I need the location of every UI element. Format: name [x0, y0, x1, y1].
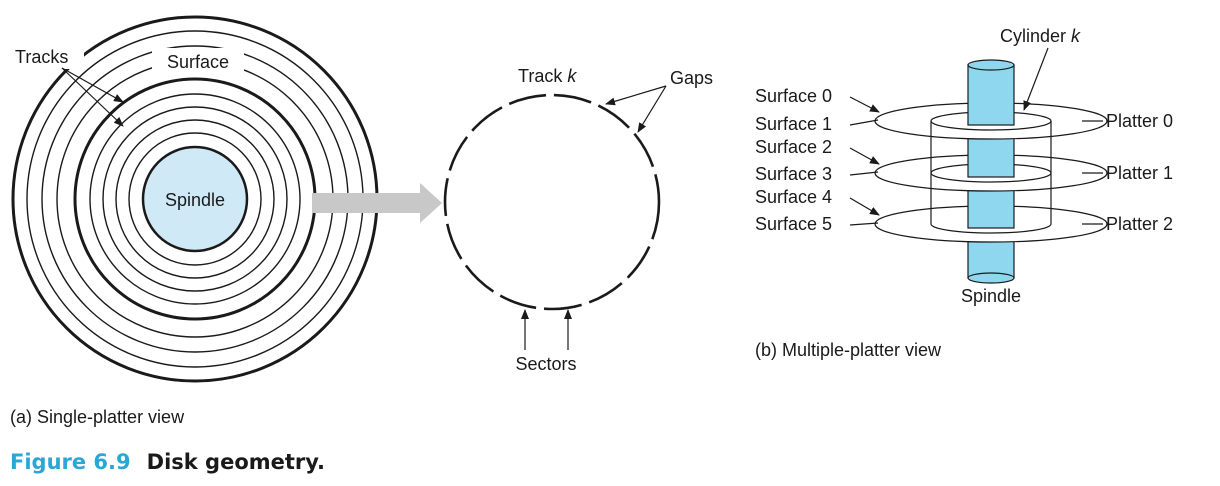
multiple-platter-view: Cylinder k Surface 0 Surface 1 Surface 2…	[755, 26, 1173, 360]
surface-3-pointer	[849, 171, 879, 176]
surface-4-label: Surface 4	[755, 187, 832, 207]
platter-0-label: Platter 0	[1106, 111, 1173, 131]
track-detail-view: Track k Gaps Sectors	[443, 66, 713, 374]
cylinder-pointer-arrow	[1023, 47, 1049, 111]
gaps-label: Gaps	[670, 68, 713, 88]
surface-2-pointer	[849, 147, 880, 165]
surface-1-label: Surface 1	[755, 114, 832, 134]
figure-number: Figure 6.9	[10, 450, 131, 474]
gap-pointer-arrow	[637, 85, 667, 133]
figure-title: Disk geometry.	[147, 450, 325, 474]
gap-pointer-arrow	[605, 85, 667, 106]
tracks-label: Tracks	[15, 47, 68, 67]
surface-label-bg	[152, 48, 244, 74]
sectors-label: Sectors	[515, 354, 576, 374]
track-ring	[115, 119, 275, 279]
surface-label: Surface	[167, 52, 229, 72]
surface-1-pointer	[849, 119, 879, 126]
surface-5-pointer	[849, 222, 879, 226]
spindle-hub	[141, 145, 249, 253]
cylinder-k-label: Cylinder k	[1000, 26, 1081, 46]
track-ring	[128, 132, 262, 266]
track-k-dashed-circle	[443, 93, 661, 311]
surface-3-label: Surface 3	[755, 164, 832, 184]
spindle-base	[967, 272, 1015, 284]
surface-0-label: Surface 0	[755, 86, 832, 106]
spindle-label: Spindle	[165, 190, 225, 210]
surface-4-pointer	[849, 197, 880, 216]
surface-2-label: Surface 2	[755, 137, 832, 157]
cylinder-k-track-back	[930, 223, 1052, 234]
tracks-pointer-arrow	[61, 67, 124, 103]
spindle-segment	[967, 64, 1015, 126]
platter-1-label: Platter 1	[1106, 163, 1173, 183]
multi-view-caption: (b) Multiple-platter view	[755, 340, 942, 360]
figure-caption: Figure 6.9 Disk geometry.	[10, 450, 325, 474]
tracks-pointer-arrow	[61, 67, 124, 127]
single-platter-view: Spindle Surface Tracks (a) Single-platte…	[10, 15, 379, 427]
single-view-caption: (a) Single-platter view	[10, 407, 185, 427]
track-ring	[102, 106, 288, 292]
multi-spindle-label: Spindle	[961, 286, 1021, 306]
platter-2-label: Platter 2	[1106, 214, 1173, 234]
spindle-top	[967, 59, 1015, 71]
surface-0-pointer	[849, 96, 880, 113]
track-k-label: Track k	[518, 66, 577, 86]
zoom-arrow	[312, 183, 442, 223]
surface-5-label: Surface 5	[755, 214, 832, 234]
tracks-label-bg	[10, 45, 84, 69]
track-ring	[89, 93, 301, 305]
